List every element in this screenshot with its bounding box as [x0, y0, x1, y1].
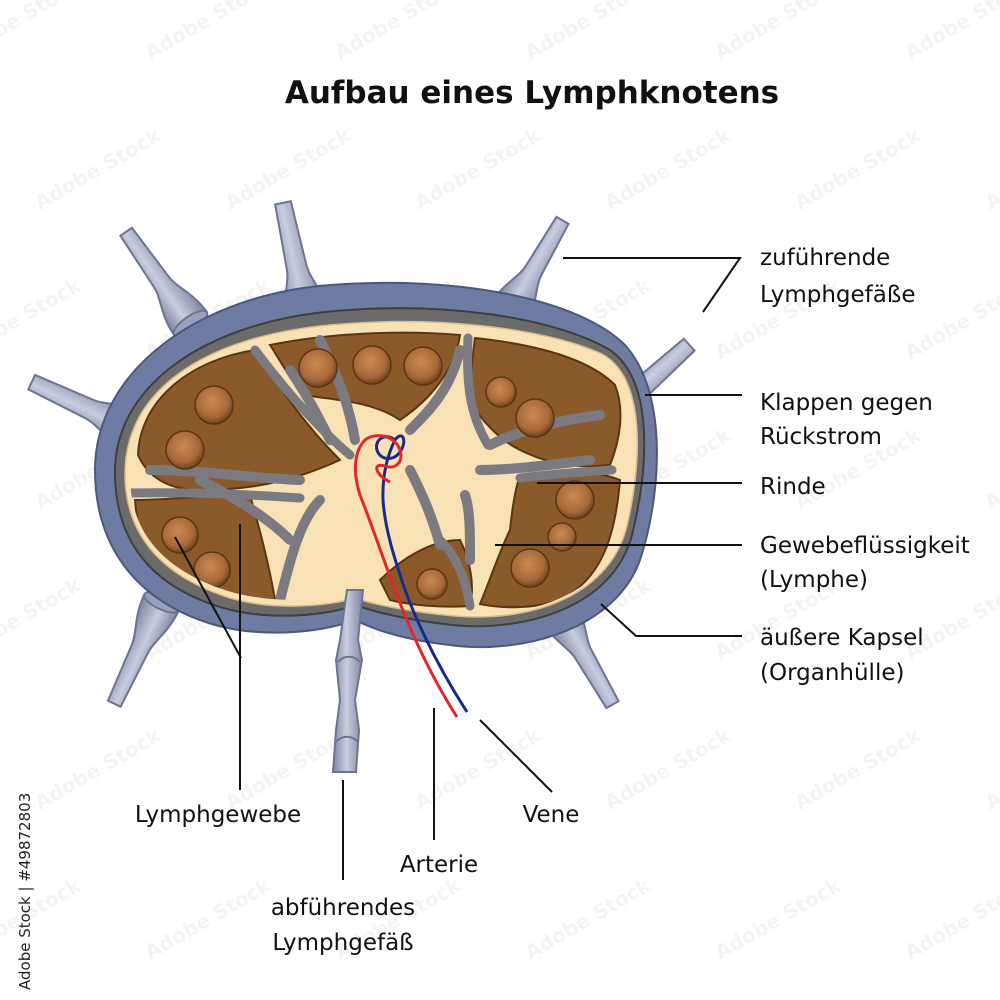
watermark-text: Adobe Stock [0, 573, 85, 665]
label-valves-line2: Rückstrom [760, 424, 882, 450]
artery-path [353, 434, 459, 718]
label-fluid-line1: Gewebeflüssigkeit [760, 533, 970, 559]
watermark-text: Adobe Stock [411, 723, 546, 815]
label-capsule-line2: (Organhülle) [760, 660, 904, 686]
watermark-text: Adobe Stock [331, 0, 466, 64]
vein-path [375, 434, 469, 713]
label-efferent-line1: abführendes [271, 895, 415, 921]
label-vein: Vene [523, 802, 580, 828]
blood-vessels [353, 434, 469, 718]
watermark-text: Adobe Stock [411, 123, 546, 215]
label-capsule-line1: äußere Kapsel [760, 625, 924, 651]
watermark-text: Adobe Stock [141, 873, 276, 965]
watermark-text: Adobe Stock [711, 0, 846, 64]
watermark-text: Adobe Stock [221, 123, 356, 215]
label-afferent-line2: Lymphgefäße [760, 282, 915, 308]
label-lymph-tissue: Lymphgewebe [135, 802, 301, 828]
leader-lines [174, 257, 742, 880]
watermark-text: Adobe Stock [791, 723, 926, 815]
watermark-text: Adobe Stock [901, 873, 1000, 965]
watermark-text: Adobe Stock [31, 723, 166, 815]
watermark-text: Adobe Stock [521, 873, 656, 965]
watermark-text: Adobe Stock [141, 0, 276, 64]
stock-id: Adobe Stock | #49872803 [16, 793, 34, 990]
watermark-text: Adobe Stock [601, 723, 736, 815]
watermark-text: Adobe Stock [901, 0, 1000, 64]
lymph-follicles [161, 345, 595, 600]
labels: zuführende Lymphgefäße Klappen gegen Rüc… [135, 245, 970, 956]
medullary-cords [145, 335, 605, 605]
trabeculae [130, 333, 617, 611]
label-cortex: Rinde [760, 474, 826, 500]
watermark-text: Adobe Stock [981, 123, 1000, 215]
watermark-text: Adobe Stock [601, 123, 736, 215]
watermark-text: Adobe Stock [0, 0, 85, 64]
label-afferent-line1: zuführende [760, 245, 890, 271]
watermark-text: Adobe Stock [981, 423, 1000, 515]
watermark-text: Adobe Stock [521, 0, 656, 64]
watermark-text: Adobe Stock [0, 873, 85, 965]
label-artery: Arterie [400, 852, 478, 878]
watermark-text: Adobe Stock [31, 123, 166, 215]
page-title: Aufbau eines Lymphknotens [285, 75, 779, 111]
watermark-text: Adobe Stock [711, 873, 846, 965]
label-valves-line1: Klappen gegen [760, 390, 933, 416]
watermark-text: Adobe Stock [791, 123, 926, 215]
label-fluid-line2: (Lymphe) [760, 567, 868, 593]
label-efferent-line2: Lymphgefäß [272, 930, 413, 956]
watermark-text: Adobe Stock [981, 723, 1000, 815]
efferent-lymph-vessel [331, 589, 365, 773]
watermark-text: Adobe Stock [0, 273, 85, 365]
